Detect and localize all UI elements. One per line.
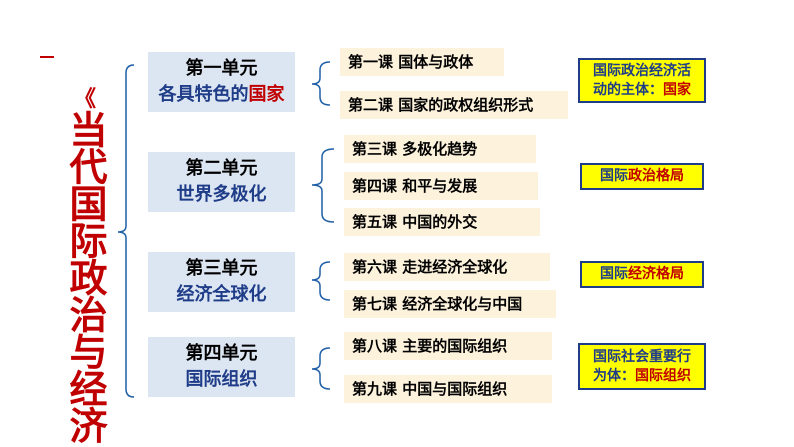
note-1-line1: 国际政治经济活: [593, 63, 691, 79]
unit-3-name: 第三单元: [185, 258, 258, 279]
unit-2-name: 第二单元: [185, 158, 258, 179]
lesson-8: 第八课 主要的国际组织: [344, 332, 552, 360]
note-3: 国际经济格局: [580, 261, 704, 288]
note-4-line2: 为体：国际组织: [580, 367, 704, 386]
lesson-9: 第九课 中国与国际组织: [344, 375, 552, 403]
note-2-text: 国际: [600, 168, 628, 184]
title-quote-mark: 《: [73, 87, 96, 112]
unit-3-topic: 经济全球化: [177, 282, 267, 308]
unit-4-topic: 国际组织: [186, 367, 258, 393]
vertical-title: 《 当代国际政治与经济: [62, 87, 108, 444]
lesson-6: 第六课 走进经济全球化: [344, 253, 550, 281]
note-4-line1: 国际社会重要行: [593, 349, 691, 365]
unit3-bracket: [311, 261, 331, 301]
unit-4-name: 第四单元: [185, 343, 258, 364]
lesson-7: 第七课 经济全球化与中国: [344, 290, 556, 318]
lesson-4: 第四课 和平与发展: [344, 172, 538, 200]
unit-2-topic: 世界多极化: [177, 182, 267, 208]
unit2-bracket: [311, 148, 335, 223]
note-4: 国际社会重要行 为体：国际组织: [578, 343, 706, 390]
unit-3-box: 第三单元 经济全球化: [148, 252, 295, 312]
note-2-highlight: 政治格局: [628, 168, 684, 184]
unit-1-box: 第一单元 各具特色的国家: [148, 52, 295, 112]
title-text: 当代国际政治与经济: [63, 110, 107, 443]
unit4-bracket: [311, 347, 331, 390]
unit-2-topic-text: 世界多极化: [176, 184, 267, 205]
note-1-line2-highlight: 国家: [663, 82, 691, 98]
note-1: 国际政治经济活 动的主体：国家: [578, 58, 706, 103]
note-4-line2-text: 为体：: [593, 368, 635, 384]
corner-mark: [40, 56, 54, 58]
lesson-2: 第二课 国家的政权组织形式: [340, 91, 568, 119]
note-2: 国际政治格局: [580, 163, 704, 190]
note-1-line2-text: 动的主体：: [593, 82, 663, 98]
main-bracket: [117, 64, 135, 398]
unit-4-box: 第四单元 国际组织: [148, 337, 295, 397]
unit-1-name: 第一单元: [185, 58, 258, 79]
unit-4-topic-text: 国际组织: [185, 369, 258, 390]
note-3-text: 国际: [600, 266, 628, 282]
note-1-line2: 动的主体：国家: [580, 81, 704, 100]
unit-1-topic: 各具特色的国家: [159, 82, 285, 108]
unit-1-topic-highlight: 国家: [248, 84, 285, 105]
unit-3-topic-text: 经济全球化: [176, 284, 267, 305]
unit-2-box: 第二单元 世界多极化: [148, 152, 295, 212]
lesson-3: 第三课 多极化趋势: [344, 135, 536, 163]
note-4-line2-highlight: 国际组织: [635, 368, 691, 384]
unit1-bracket: [311, 61, 331, 106]
note-3-highlight: 经济格局: [628, 266, 684, 282]
lesson-5: 第五课 中国的外交: [344, 208, 540, 236]
unit-1-topic-text: 各具特色的: [158, 84, 249, 105]
lesson-1: 第一课 国体与政体: [340, 48, 504, 76]
